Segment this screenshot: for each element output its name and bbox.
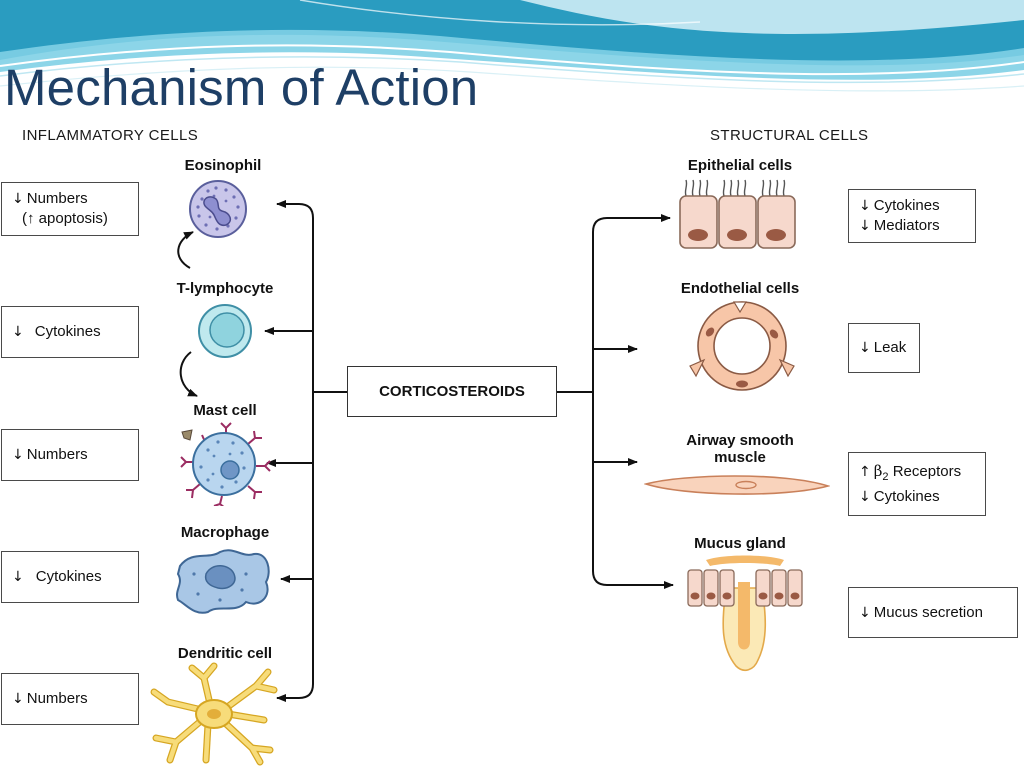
- t-lymphocyte-label: T-lymphocyte: [176, 280, 274, 297]
- epithelial-effect-box: ↓Cytokines ↓Mediators: [848, 189, 976, 243]
- t-lymphocyte-effect-box: ↓Cytokines: [1, 306, 139, 358]
- mast-cell-label: Mast cell: [193, 402, 257, 419]
- mucus-gland-effect-1: ↓Mucus secretion: [859, 603, 983, 621]
- eosinophil-label: Eosinophil: [184, 157, 262, 174]
- epithelial-effect-2: ↓Mediators: [859, 217, 940, 234]
- eosinophil-effect-1: ↓Numbers: [12, 190, 88, 207]
- mucus-gland-effect-box: ↓Mucus secretion: [848, 587, 1018, 638]
- t-lymphocyte-effect-1: ↓Cytokines: [12, 323, 101, 340]
- smooth-muscle-effect-2: ↓Cytokines: [859, 488, 940, 505]
- mast-cell-icon: [180, 422, 271, 506]
- mast-cell-effect-1: ↓Numbers: [12, 446, 88, 463]
- t-lymphocyte-icon: [198, 304, 252, 358]
- mucus-gland-icon: [687, 555, 803, 672]
- dendritic-cell-effect-box: ↓Numbers: [1, 673, 139, 725]
- dendritic-cell-label: Dendritic cell: [177, 645, 273, 662]
- airway-smooth-muscle-label: Airway smooth muscle: [686, 432, 794, 466]
- epithelial-effect-1: ↓Cytokines: [859, 197, 940, 214]
- dendritic-cell-icon: [150, 662, 278, 766]
- structural-cells-header: STRUCTURAL CELLS: [710, 127, 869, 144]
- dendritic-cell-effect-1: ↓Numbers: [12, 690, 88, 707]
- mucus-gland-label: Mucus gland: [694, 535, 786, 552]
- endothelial-effect-1: ↓Leak: [859, 339, 907, 356]
- header-banner: [0, 0, 1024, 92]
- mast-cell-effect-box: ↓Numbers: [1, 429, 139, 481]
- macrophage-effect-box: ↓Cytokines: [1, 551, 139, 603]
- endothelial-effect-box: ↓Leak: [848, 323, 920, 373]
- endothelial-cells-label: Endothelial cells: [680, 280, 800, 297]
- smooth-muscle-effect-box: ↑β2 Receptors ↓Cytokines: [848, 452, 986, 516]
- eosinophil-effect-box: ↓Numbers (↑ apoptosis): [1, 182, 139, 236]
- eosinophil-icon: [189, 180, 247, 238]
- macrophage-effect-1: ↓Cytokines: [12, 568, 102, 585]
- epithelial-cells-label: Epithelial cells: [687, 157, 793, 174]
- airway-smooth-muscle-icon: [644, 475, 830, 495]
- inflammatory-cells-header: INFLAMMATORY CELLS: [22, 127, 199, 144]
- corticosteroids-label: CORTICOSTEROIDS: [379, 383, 525, 400]
- eosinophil-effect-2: (↑ apoptosis): [22, 210, 108, 227]
- smooth-muscle-effect-1: ↑β2 Receptors: [859, 462, 962, 483]
- slide-title: Mechanism of Action: [4, 59, 479, 116]
- endothelial-cells-icon: [689, 301, 795, 391]
- macrophage-label: Macrophage: [180, 524, 270, 541]
- epithelial-cells-icon: [679, 179, 796, 249]
- corticosteroids-box: CORTICOSTEROIDS: [347, 366, 557, 417]
- macrophage-icon: [176, 549, 270, 614]
